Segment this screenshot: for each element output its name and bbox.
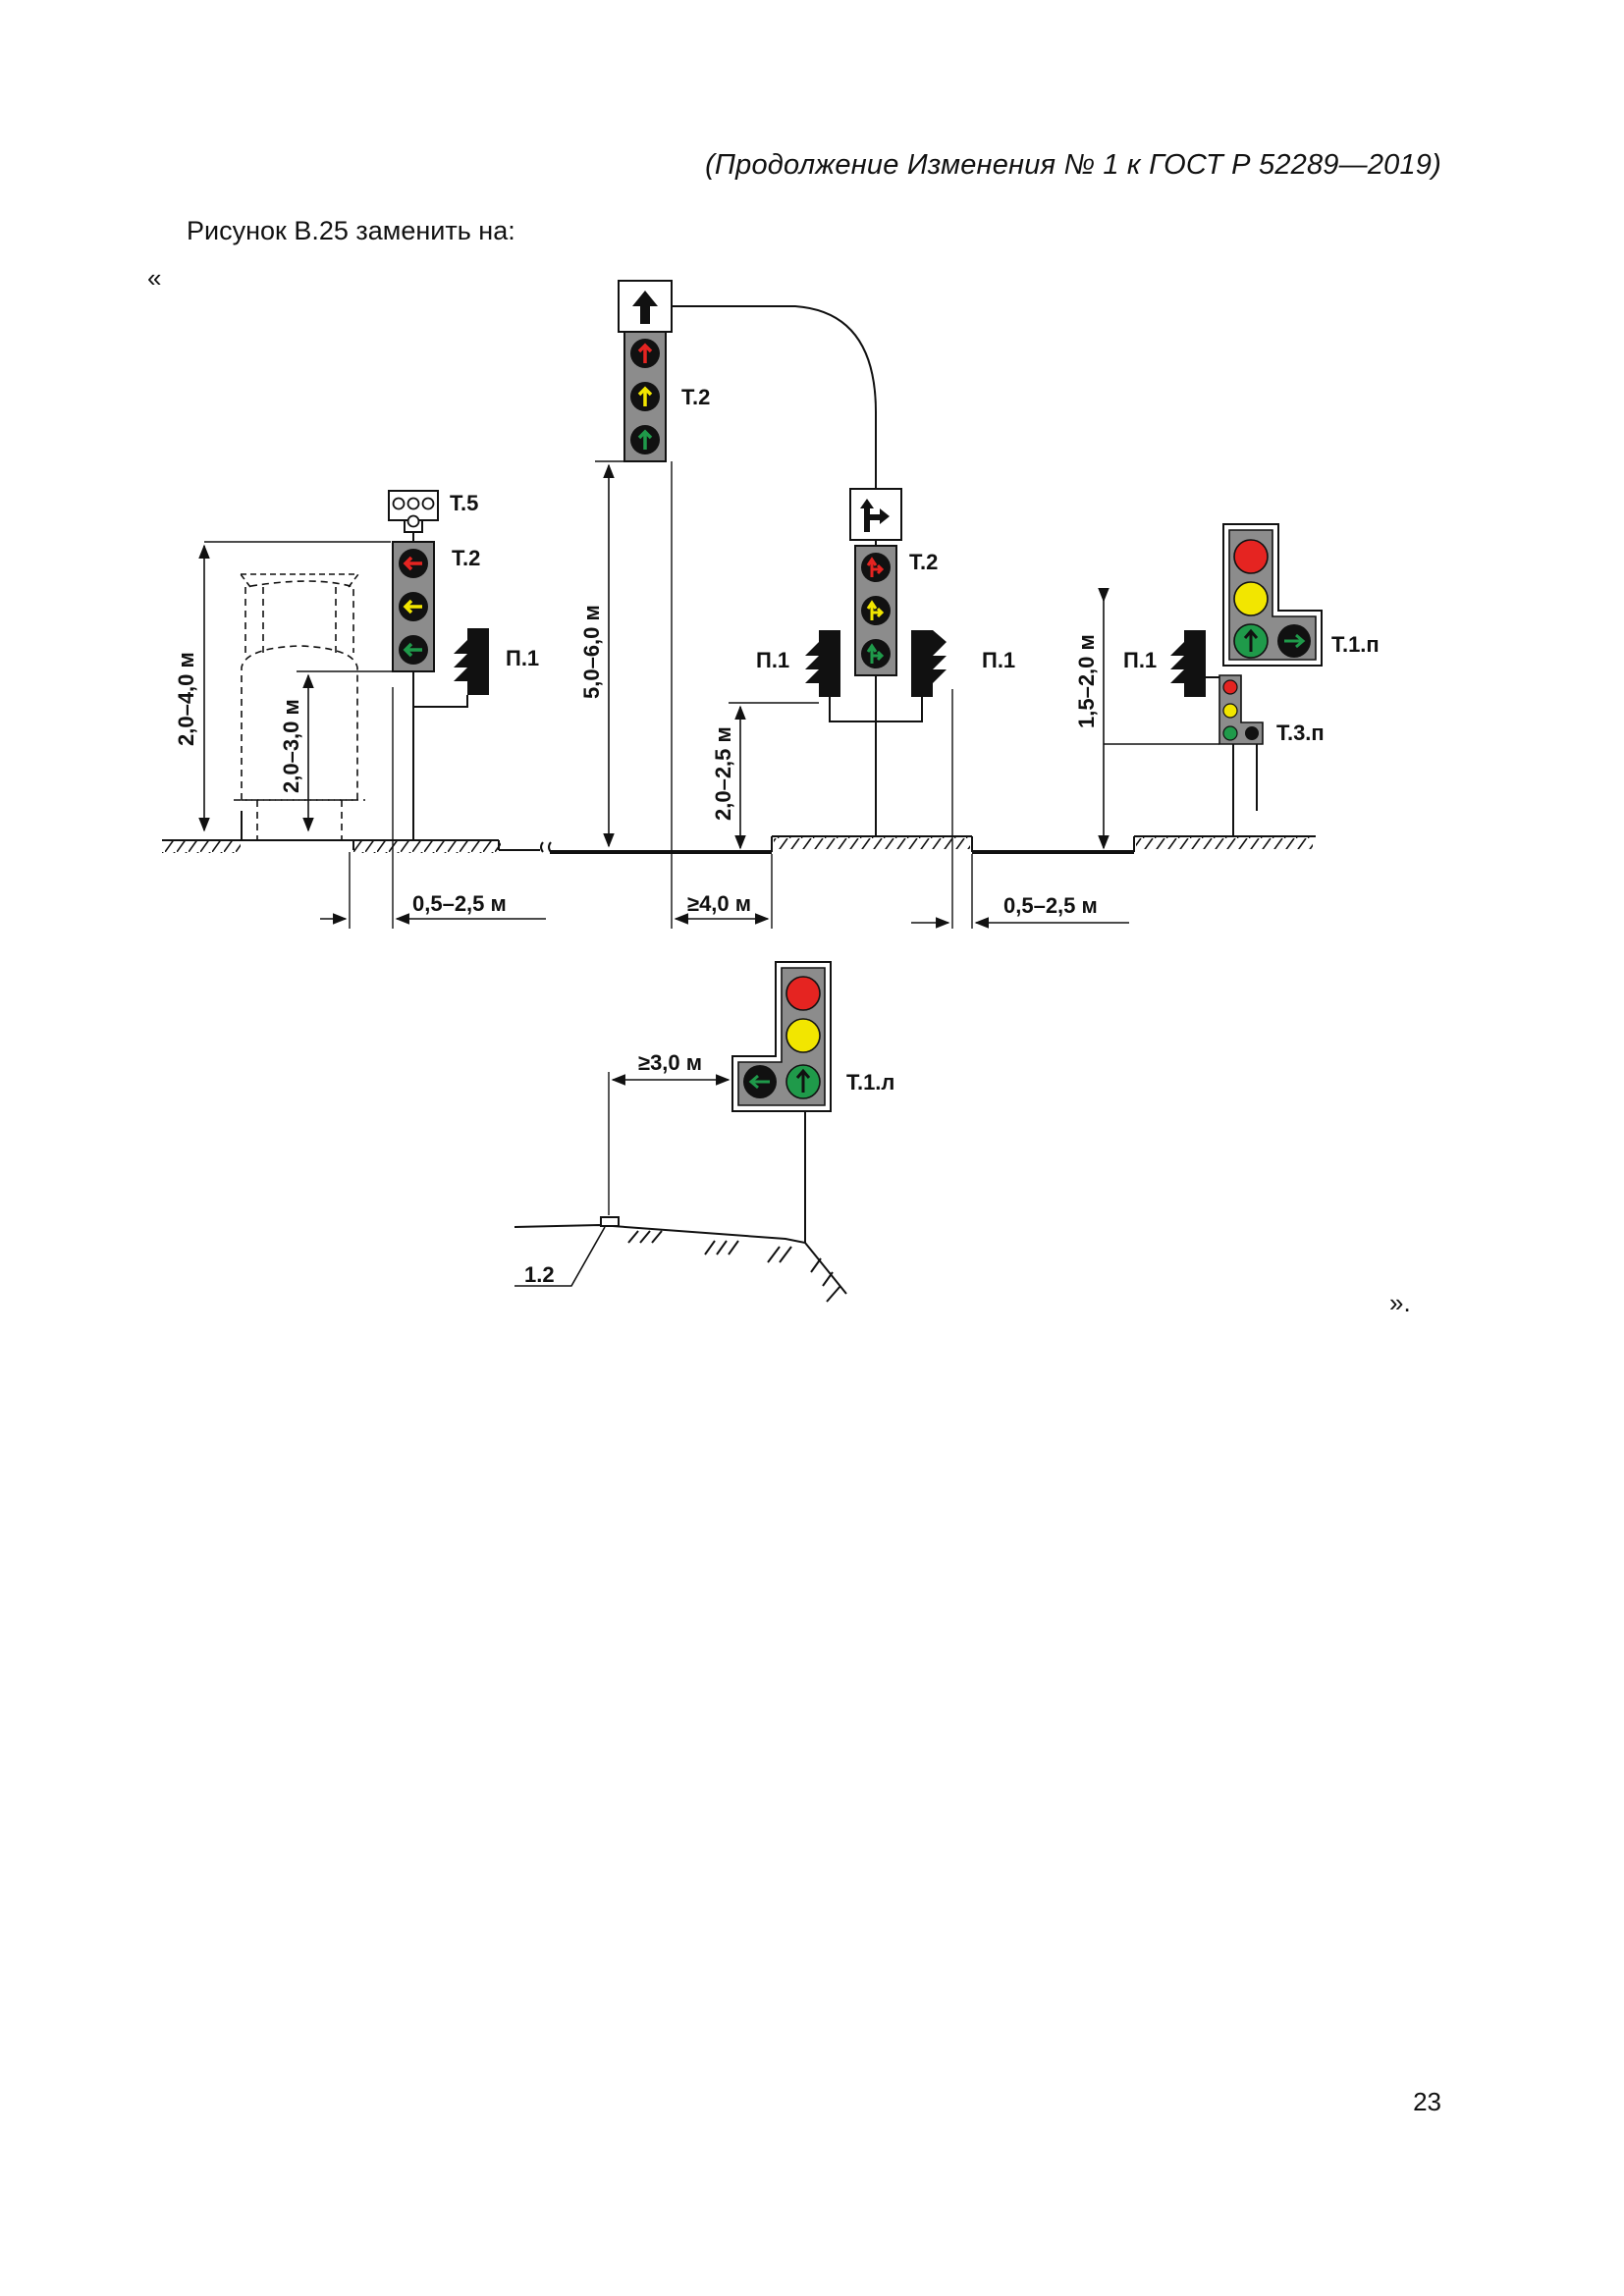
label-t3p: Т.3.п	[1276, 721, 1325, 745]
bracket-mid	[829, 697, 923, 722]
sign-arrow-straight-top	[618, 280, 673, 333]
dim-label-h-2-25: 2,0–2,5 м	[711, 726, 735, 821]
label-t5: Т.5	[450, 491, 478, 515]
dim-label-w-3: ≥3,0 м	[638, 1050, 702, 1075]
dim-w-05-25-right	[911, 689, 1129, 929]
signal-p1-left	[413, 628, 489, 708]
dim-w-4	[674, 854, 773, 929]
signal-t3p	[1218, 674, 1264, 745]
dim-w-3	[608, 1072, 731, 1215]
signal-t2-mid	[854, 545, 897, 676]
label-t1p: Т.1.п	[1331, 632, 1380, 657]
dim-label-h-2-4: 2,0–4,0 м	[174, 652, 198, 746]
label-p1-left: П.1	[506, 646, 539, 670]
dim-label-w-05-25-right: 0,5–2,5 м	[1003, 893, 1098, 918]
road-line	[540, 841, 1134, 854]
signal-t5	[388, 490, 439, 542]
label-t2-top: Т.2	[681, 385, 710, 409]
dim-h-2-4	[198, 541, 391, 832]
signal-p1-mid-right	[911, 630, 947, 697]
leader-1-2	[514, 1226, 606, 1287]
header-continuation: (Продолжение Изменения № 1 к ГОСТ Р 5228…	[705, 149, 1441, 181]
label-t2-mid: Т.2	[909, 550, 938, 574]
dim-label-w-4: ≥4,0 м	[687, 891, 751, 916]
road-marking-1-2	[600, 1216, 620, 1227]
intro-text: Рисунок В.25 заменить на:	[187, 216, 515, 245]
sign-arrow-straight-right	[849, 488, 902, 541]
signal-t2-left	[392, 541, 435, 672]
dim-h-5-6	[595, 460, 624, 848]
label-p1-mid-left: П.1	[756, 648, 789, 672]
dim-label-h-5-6: 5,0–6,0 м	[579, 605, 604, 699]
vehicle-pantograph	[240, 573, 359, 588]
signal-t1l	[731, 961, 832, 1112]
quote-close: ».	[1389, 1288, 1411, 1317]
dim-label-h-2-3: 2,0–3,0 м	[279, 699, 303, 793]
quote-open: «	[147, 263, 162, 293]
label-t2-left: Т.2	[452, 546, 480, 570]
ground-bottom	[514, 1223, 847, 1303]
sidewalk-right	[1133, 835, 1316, 852]
signal-p1-right	[1170, 630, 1223, 697]
dim-w-05-25-left	[320, 687, 546, 929]
ground-left	[162, 839, 540, 853]
label-p1-mid-right: П.1	[982, 648, 1015, 672]
label-marking-1-2: 1.2	[524, 1262, 555, 1287]
dim-label-h-15-2: 1,5–2,0 м	[1074, 634, 1099, 728]
signal-p1-mid-left	[805, 630, 840, 697]
dim-h-2-3	[297, 670, 393, 832]
signal-t2-top	[623, 331, 667, 462]
signal-t1p	[1222, 523, 1323, 667]
dim-label-w-05-25-left: 0,5–2,5 м	[412, 891, 507, 916]
label-t1l: Т.1.л	[846, 1070, 894, 1095]
dim-h-2-25	[729, 702, 819, 850]
gantry-arm	[672, 305, 877, 489]
label-p1-right: П.1	[1123, 648, 1157, 672]
island-middle	[771, 835, 973, 852]
dim-h-15-2	[1098, 588, 1219, 850]
page-number: 23	[1413, 2087, 1441, 2116]
